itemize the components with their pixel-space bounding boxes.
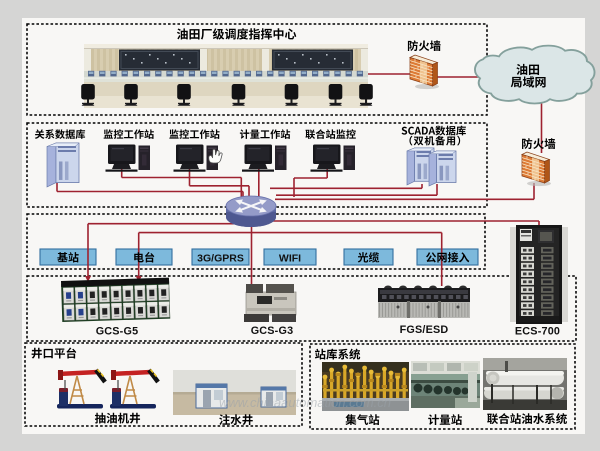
- svg-text:FGS/ESD: FGS/ESD: [400, 324, 449, 336]
- svg-text:ECS-700: ECS-700: [515, 326, 560, 338]
- svg-text:www.chinaautomation.com.cn: www.chinaautomation.com.cn: [219, 395, 391, 410]
- svg-text:GCS-G3: GCS-G3: [251, 325, 294, 337]
- svg-text:WIFI: WIFI: [279, 253, 301, 265]
- svg-text:3G/GPRS: 3G/GPRS: [197, 253, 244, 265]
- svg-text:GCS-G5: GCS-G5: [96, 326, 139, 338]
